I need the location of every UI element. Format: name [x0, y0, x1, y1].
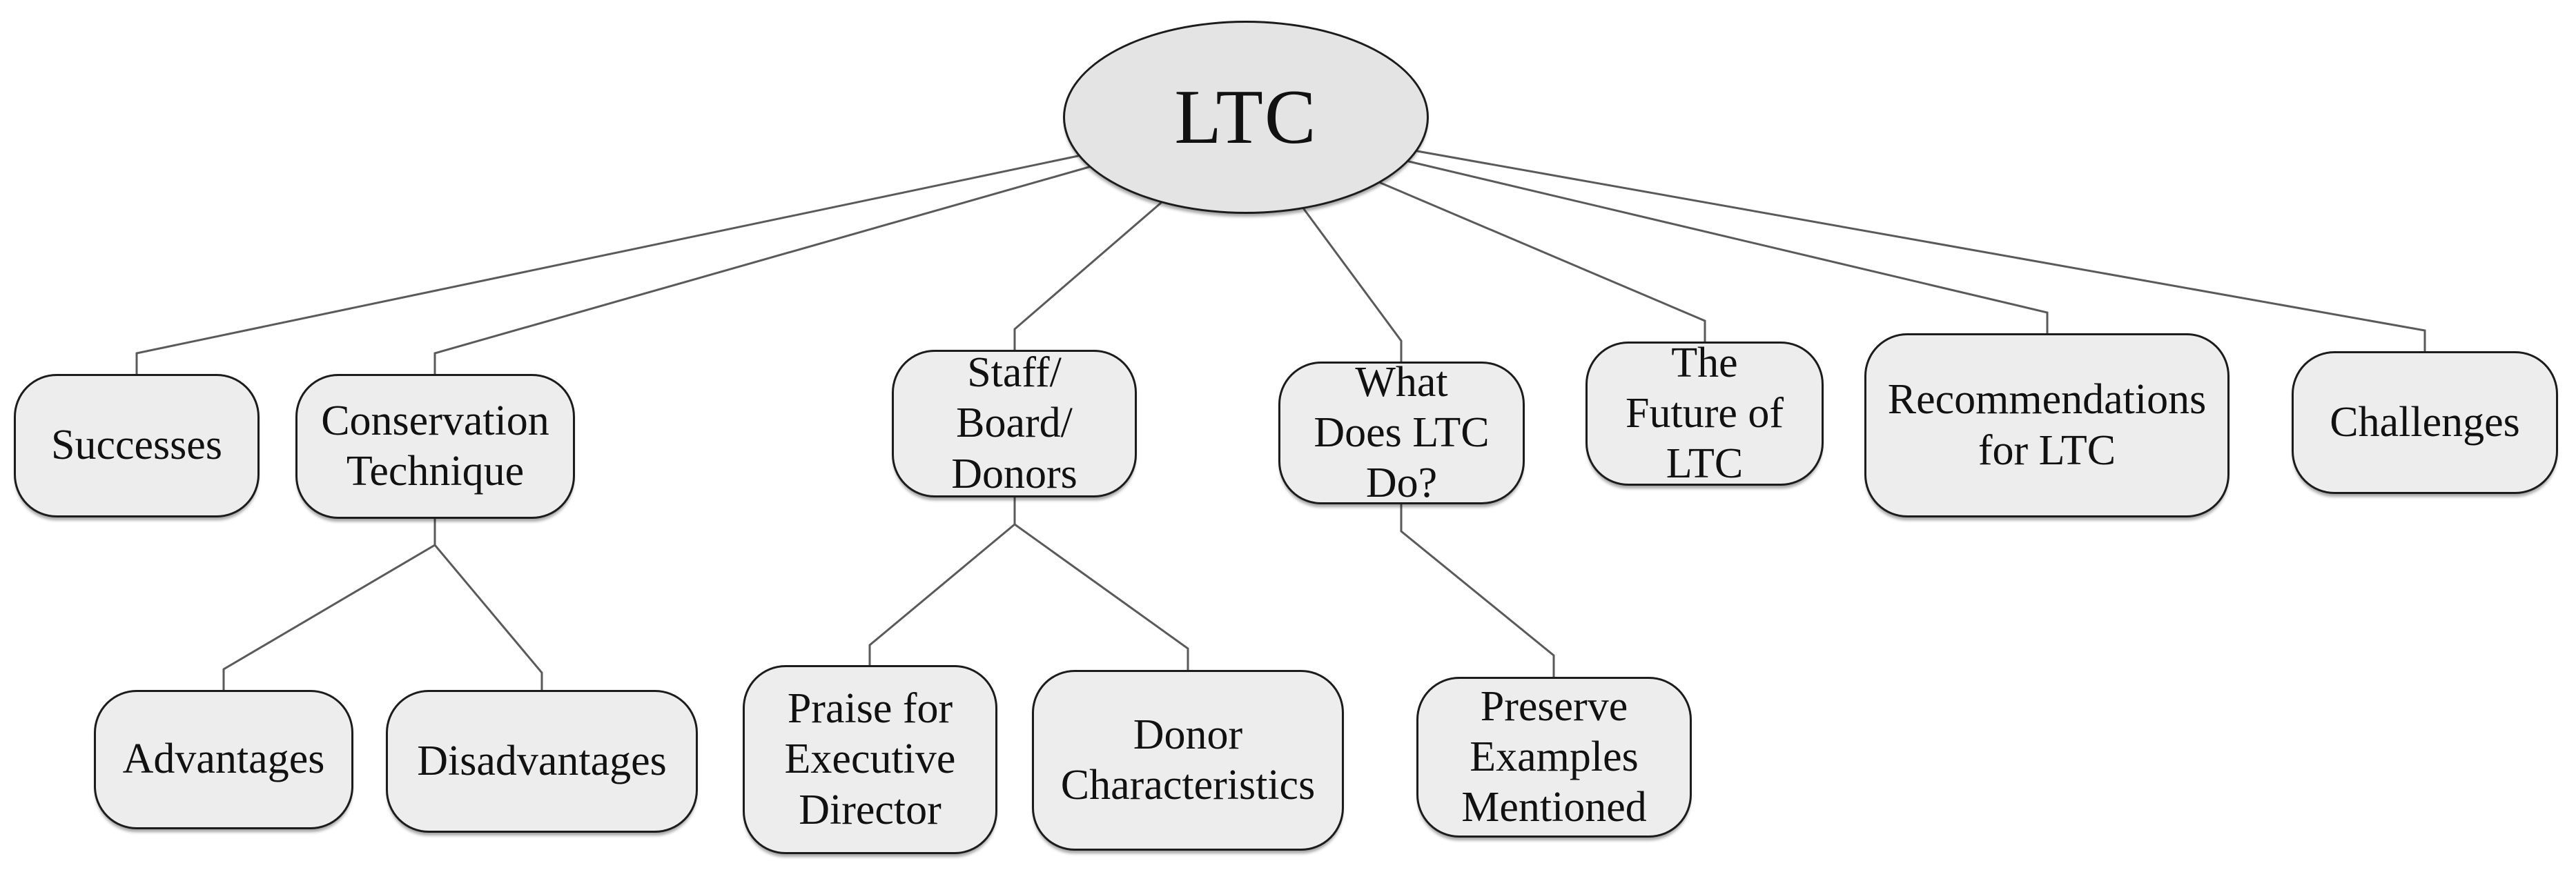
- node-successes: Successes: [14, 374, 260, 517]
- node-preserve-examples-mentioned: Preserve Examples Mentioned: [1416, 677, 1692, 838]
- node-future-of-ltc: The Future of LTC: [1585, 339, 1824, 487]
- edge-staff-praise: [868, 496, 1016, 666]
- edge-staff-donor: [1013, 496, 1189, 671]
- edge-conservation-advantages: [222, 517, 436, 691]
- node-donor-characteristics: Donor Characteristics: [1032, 670, 1344, 851]
- edge-conservation-disadvantages: [433, 517, 543, 691]
- node-ltc: LTC: [1063, 21, 1429, 214]
- node-conservation-technique: Conservation Technique: [295, 374, 575, 519]
- node-staff-board-donors: Staff/ Board/ Donors: [892, 349, 1137, 497]
- node-advantages: Advantages: [94, 690, 353, 829]
- edge-ltc-challenges: [1416, 150, 2426, 353]
- node-recommendations-for-ltc: Recommendations for LTC: [1864, 333, 2229, 517]
- edge-ltc-staff: [1013, 201, 1162, 351]
- edge-whatdoes-preserve: [1400, 503, 1555, 678]
- edge-ltc-conservation: [433, 166, 1091, 375]
- node-disadvantages: Disadvantages: [386, 690, 698, 833]
- edge-ltc-future: [1379, 181, 1706, 343]
- edge-ltc-successes: [135, 155, 1080, 375]
- node-praise-for-executive-director: Praise for Executive Director: [743, 665, 997, 854]
- edge-ltc-recommendations: [1407, 160, 2049, 335]
- node-what-does-ltc-do: What Does LTC Do?: [1278, 359, 1525, 506]
- edge-ltc-whatdoes: [1302, 208, 1403, 363]
- node-challenges: Challenges: [2292, 351, 2558, 494]
